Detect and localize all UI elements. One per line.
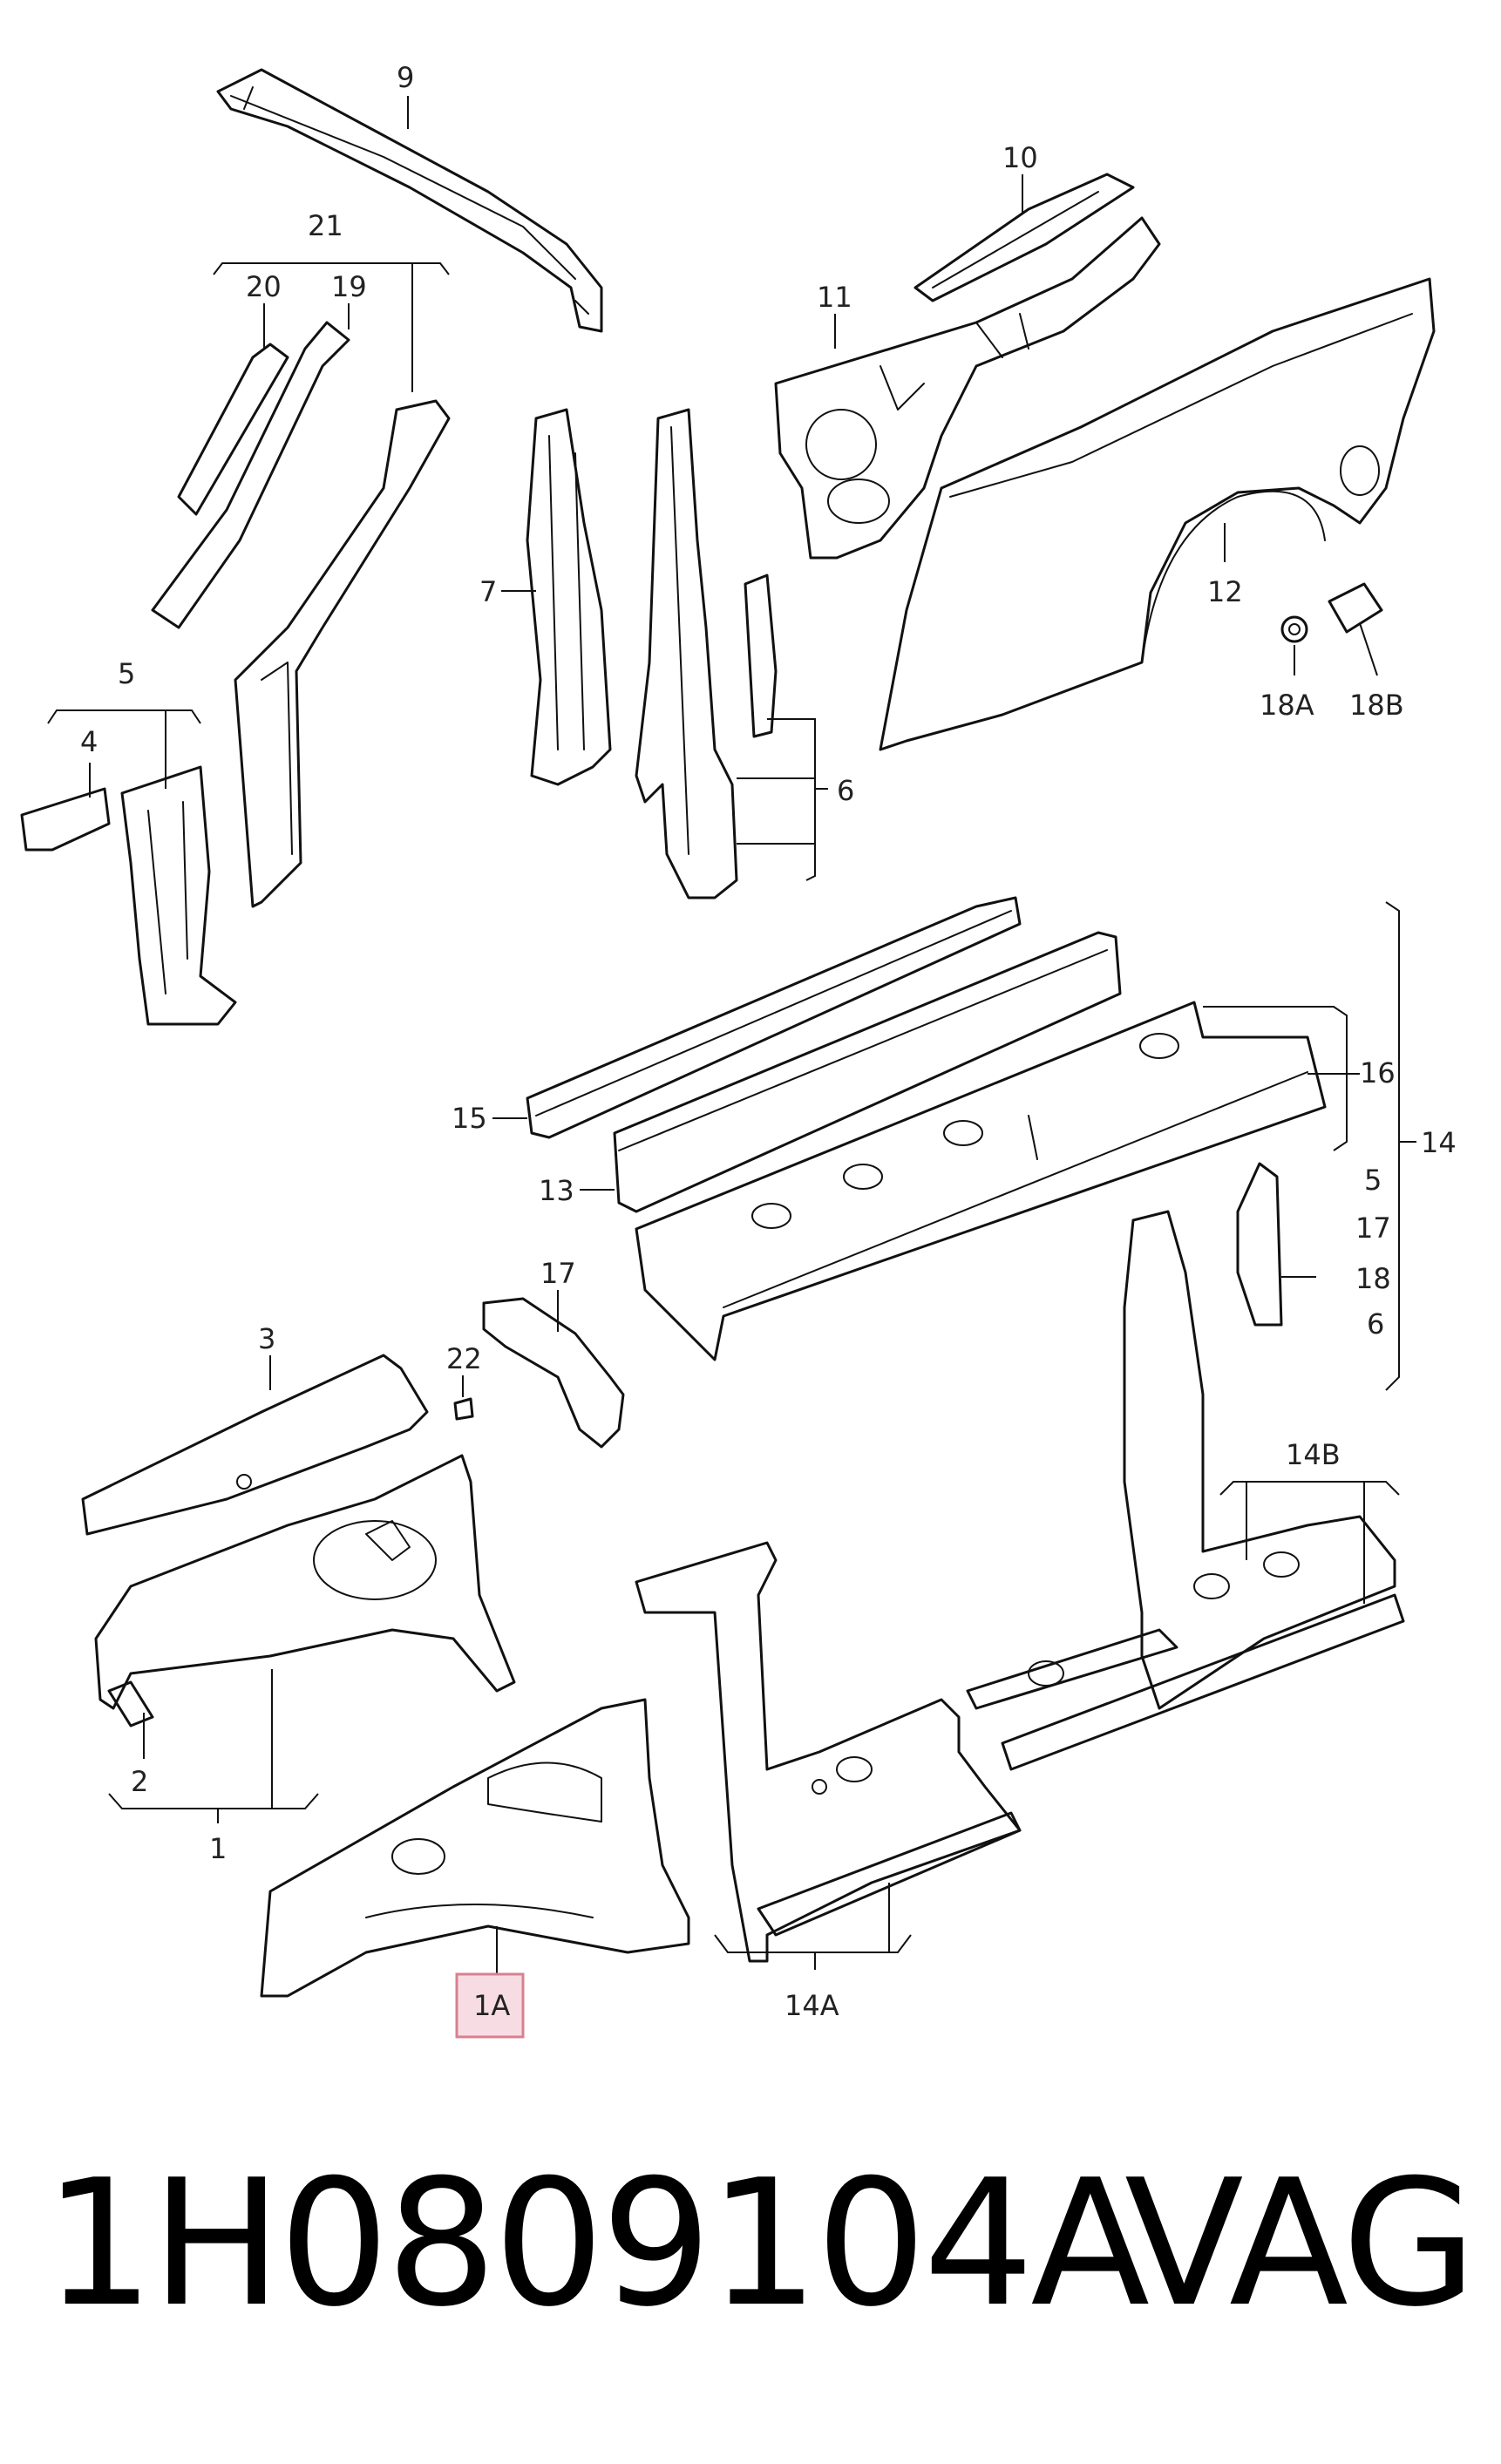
label-14b: 14B <box>1286 1438 1341 1471</box>
label-20: 20 <box>246 270 282 303</box>
part-1a-wheel-housing <box>260 1698 690 1998</box>
label-14a: 14A <box>784 1989 839 2022</box>
part-15-sill-outer <box>526 896 1022 1139</box>
part-18a-plug <box>1280 615 1308 643</box>
label-18: 18 <box>1355 1262 1391 1295</box>
part-16-sill-reinforcement <box>635 1001 1327 1361</box>
part-17-panel <box>482 1297 625 1449</box>
label-15: 15 <box>452 1102 487 1135</box>
part-13-sill-inner <box>613 931 1122 1213</box>
part-6-pillar-assembly <box>635 408 778 899</box>
label-6-top: 6 <box>837 774 854 807</box>
label-17: 17 <box>540 1257 576 1290</box>
part-number: 1H0809104A <box>44 2142 1150 2345</box>
label-7: 7 <box>479 575 497 608</box>
label-6-right: 6 <box>1367 1307 1384 1341</box>
leader-lines <box>47 96 1416 1974</box>
footer: 1H0809104A VAG <box>44 2135 1477 2353</box>
highlight-box-1a <box>455 1972 525 2039</box>
part-22-clip <box>453 1397 474 1421</box>
part-10-rail <box>914 173 1135 302</box>
part-18-bracket <box>1236 1162 1283 1327</box>
part-14b-pillar-sill <box>966 1210 1405 1771</box>
label-18a: 18A <box>1260 689 1314 722</box>
label-4: 4 <box>80 725 98 758</box>
label-19: 19 <box>331 270 367 303</box>
label-1a: 1A <box>473 1989 510 2022</box>
part-21-pillar-outer <box>234 399 451 908</box>
part-19-pillar-inner <box>151 321 350 629</box>
label-22: 22 <box>446 1342 482 1375</box>
part-7-b-pillar <box>526 408 612 786</box>
brand-name: VAG <box>1124 2142 1477 2345</box>
part-3-cowl-rail <box>81 1354 429 1536</box>
label-18b: 18B <box>1349 689 1404 722</box>
part-12-quarter-panel <box>879 277 1436 751</box>
label-16: 16 <box>1360 1056 1396 1089</box>
label-11: 11 <box>817 281 852 314</box>
label-17-right: 17 <box>1355 1212 1391 1245</box>
label-14: 14 <box>1421 1126 1457 1159</box>
label-21: 21 <box>308 209 343 242</box>
part-4-bracket <box>20 787 111 852</box>
label-2: 2 <box>131 1765 148 1798</box>
part-14a-pillar-sill <box>635 1541 1022 1963</box>
label-10: 10 <box>1002 141 1038 174</box>
label-3: 3 <box>258 1322 275 1355</box>
label-13: 13 <box>539 1174 574 1207</box>
part-11-rear-inner-panel <box>774 216 1161 560</box>
part-18b-cap <box>1328 582 1383 634</box>
label-1: 1 <box>209 1832 227 1865</box>
callout-labels: 9 10 11 21 20 19 7 12 5 4 18A 18B 6 15 1… <box>80 61 1457 2039</box>
part-20-pillar-reinforcement <box>177 343 289 516</box>
parts-diagram: 9 10 11 21 20 19 7 12 5 4 18A 18B 6 15 1… <box>20 61 1457 2039</box>
part-1-wheel-housing <box>94 1454 516 1728</box>
label-9: 9 <box>397 61 414 94</box>
label-12: 12 <box>1207 575 1243 608</box>
label-5-mid: 5 <box>1364 1164 1382 1197</box>
label-5-top: 5 <box>118 657 135 690</box>
part-5-pillar <box>120 765 237 1026</box>
part-9-roof-rail <box>216 68 603 333</box>
